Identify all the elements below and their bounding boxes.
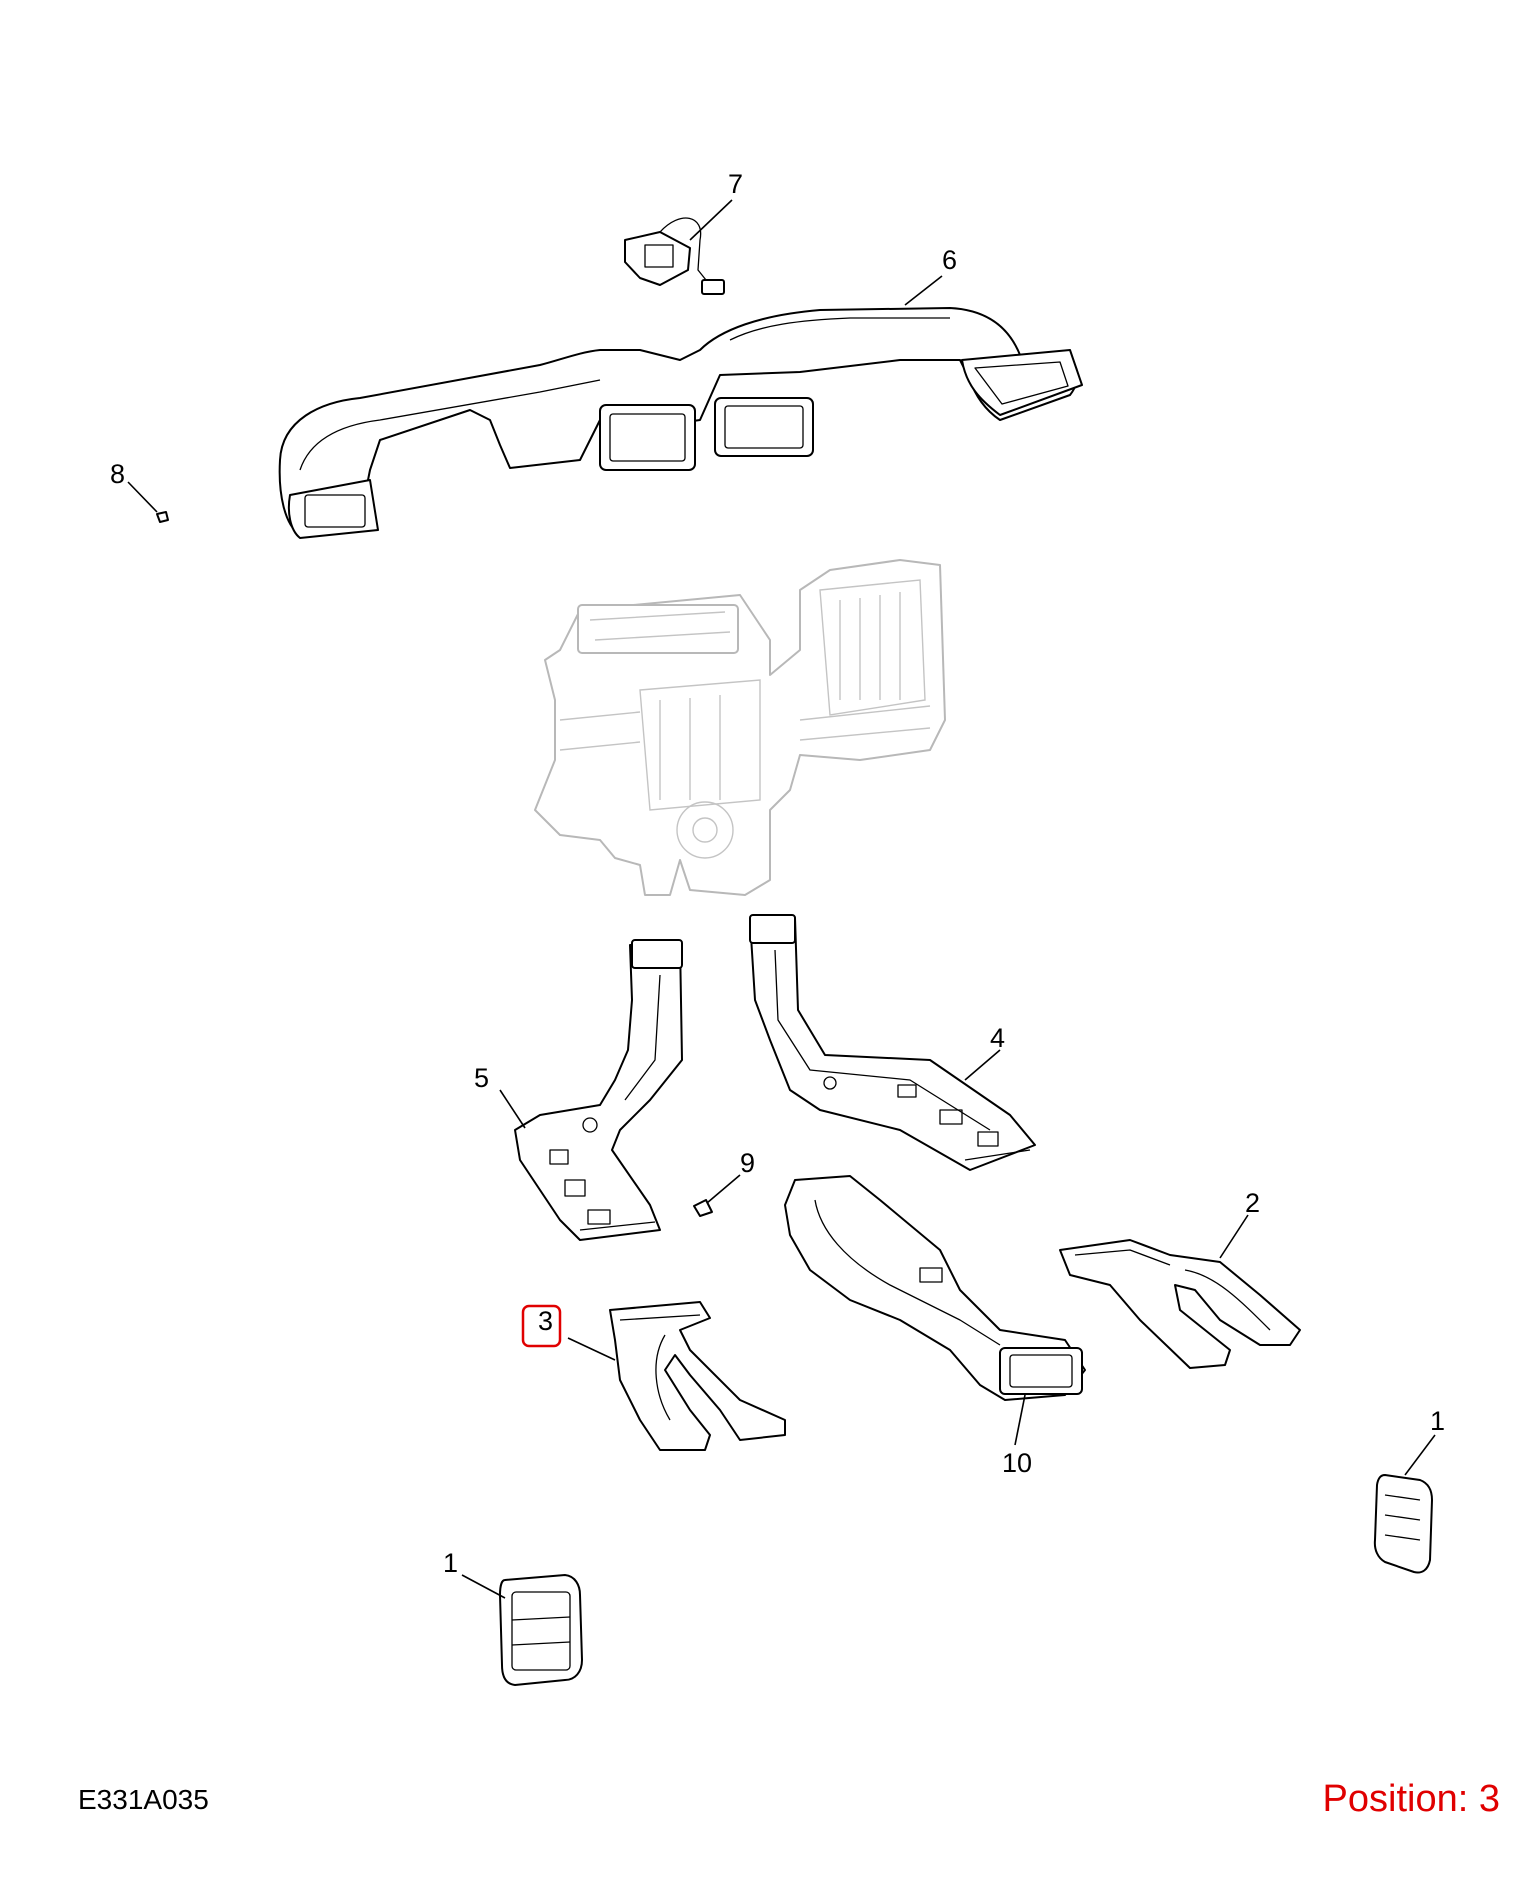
part-3-left-rear-duct[interactable] xyxy=(609,1301,786,1451)
part-4-right-floor-duct[interactable] xyxy=(749,914,1036,1171)
part-9-clip[interactable] xyxy=(693,1199,713,1217)
callout-9[interactable]: 9 xyxy=(740,1148,755,1178)
part-2-right-rear-duct[interactable] xyxy=(1059,1239,1301,1369)
callout-2[interactable]: 2 xyxy=(1245,1188,1260,1218)
part-1-vent-grille-right[interactable] xyxy=(1373,1474,1433,1574)
leader-lines xyxy=(127,199,1436,1599)
callout-7[interactable]: 7 xyxy=(728,169,743,199)
part-5-left-floor-duct[interactable] xyxy=(514,939,683,1241)
callout-5[interactable]: 5 xyxy=(474,1063,489,1093)
part-7-sensor[interactable] xyxy=(624,217,725,295)
part-6-upper-dash-duct[interactable] xyxy=(278,307,1083,539)
figure-code: E331A035 xyxy=(78,1784,209,1815)
callout-1-left[interactable]: 1 xyxy=(443,1548,458,1578)
part-8-clip[interactable] xyxy=(156,511,169,523)
callout-6[interactable]: 6 xyxy=(942,245,957,275)
callout-3[interactable]: 3 xyxy=(538,1306,553,1336)
part-10-center-duct[interactable] xyxy=(784,1175,1086,1401)
callout-10[interactable]: 10 xyxy=(1002,1448,1032,1478)
hvac-module-ghost xyxy=(534,559,946,896)
part-1-vent-grille-left[interactable] xyxy=(499,1574,583,1686)
callout-1-right[interactable]: 1 xyxy=(1430,1406,1445,1436)
callout-8[interactable]: 8 xyxy=(110,459,125,489)
callouts: 7 6 8 5 4 9 2 3 10 1 1 xyxy=(110,169,1445,1578)
position-highlight-box xyxy=(521,1304,562,1348)
callout-4[interactable]: 4 xyxy=(990,1023,1005,1053)
position-label: Position: 3 xyxy=(1322,1778,1500,1820)
